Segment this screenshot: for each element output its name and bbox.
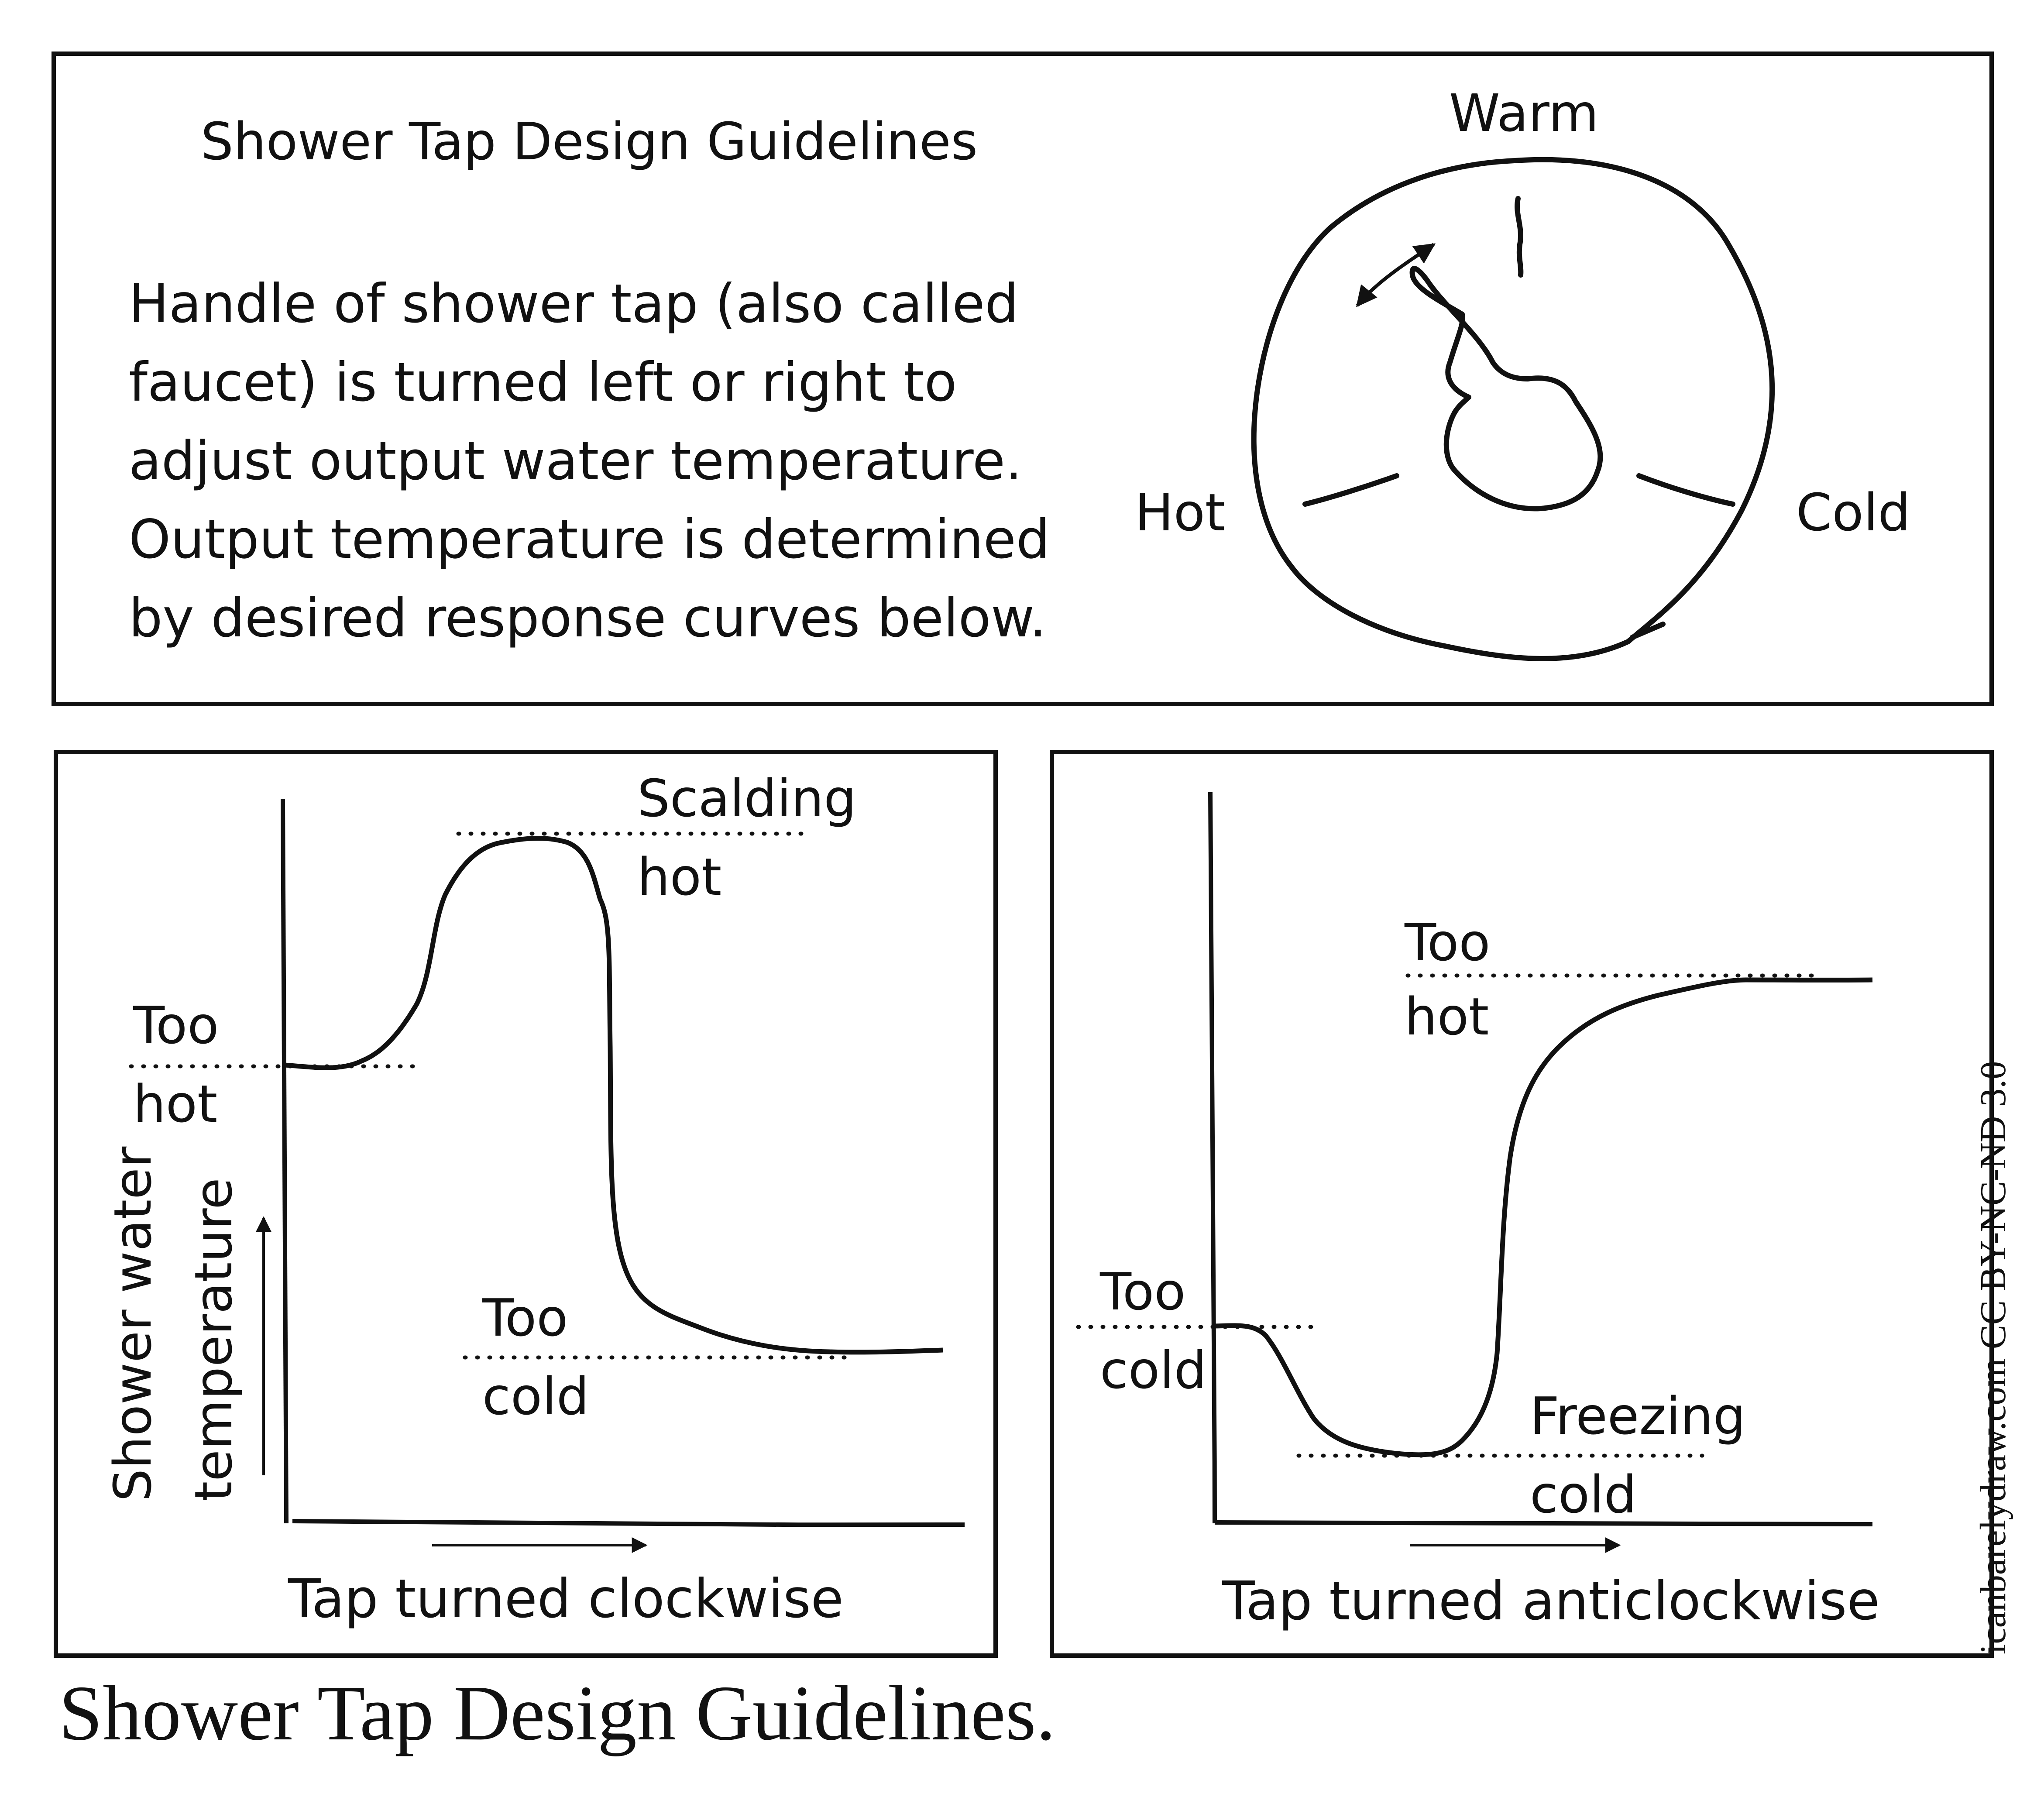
tap-dial-icon [1251,157,1775,661]
left-ylabel-line-1: Shower water [103,1146,163,1502]
left-chart: Too hot Scalding hot Too cold Shower wat… [103,768,965,1630]
left-ylabel-line-2: temperature [183,1178,244,1502]
right-x-axis [1214,1520,1873,1527]
right-freezing-label-2: cold [1530,1464,1637,1525]
description-line: faucet) is turned left or right to [129,351,957,413]
anticlockwise-chart-panel [1050,750,1994,1658]
description-line: Handle of shower tap (also called [129,273,1019,335]
left-too-cold-label-2: cold [482,1366,589,1426]
left-x-axis [292,1519,965,1527]
right-chart: Too hot Too cold Freezing cold Tap turne… [1076,792,1880,1632]
tap-label-warm: Warm [1449,83,1599,143]
right-xlabel: Tap turned anticlockwise [1222,1570,1880,1632]
left-xlabel: Tap turned clockwise [288,1568,844,1630]
description-line: adjust output water temperature. [129,430,1022,492]
right-y-axis [1208,792,1217,1524]
left-too-cold-label-1: Too [482,1288,568,1348]
right-too-cold-label-1: Too [1099,1261,1185,1322]
tap-label-hot: Hot [1135,482,1226,543]
left-response-curve [284,836,943,1355]
right-freezing-label-1: Freezing [1530,1386,1746,1446]
credit-text: icanbarelydraw.com CC BY-NC-ND 3.0 [1973,1061,2013,1654]
right-response-curve [1212,977,1873,1457]
description-line: Output temperature is determined [129,509,1050,570]
right-too-hot-label-1: Too [1404,912,1490,972]
right-too-hot-label-2: hot [1405,986,1489,1047]
clockwise-chart-panel [54,750,998,1658]
tap-handle-icon [1409,266,1603,512]
caption: Shower Tap Design Guidelines. [59,1670,1056,1756]
left-too-hot-label-1: Too [133,995,219,1055]
tap-label-cold: Cold [1796,482,1911,543]
description-line: by desired response curves below. [129,587,1047,649]
double-arrow-icon [1356,243,1436,307]
left-scalding-label-1: Scalding [637,768,856,828]
top-panel [52,52,1994,706]
left-y-axis [281,798,289,1524]
right-too-cold-label-2: cold [1100,1340,1207,1400]
left-scalding-label-2: hot [637,847,721,907]
panel-title: Shower Tap Design Guidelines [201,111,978,172]
left-too-hot-label-2: hot [133,1074,217,1134]
